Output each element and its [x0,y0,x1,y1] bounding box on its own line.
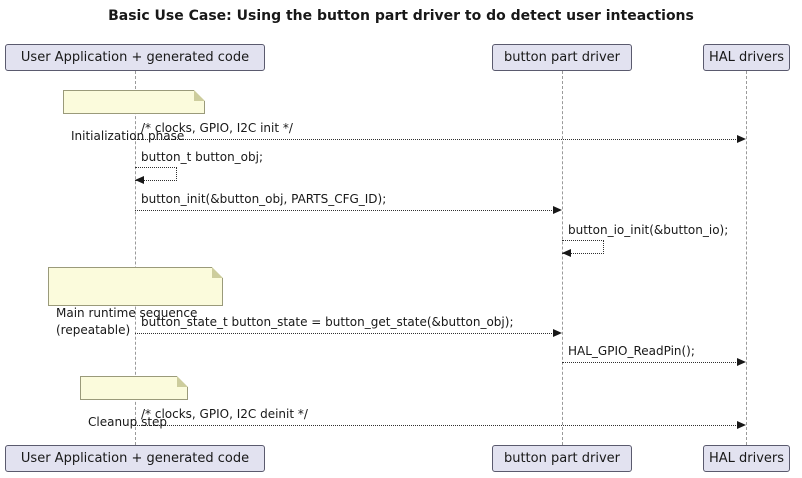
diagram-title: Basic Use Case: Using the button part dr… [108,8,694,24]
participant-top-button-part-driver: button part driver [492,44,632,71]
note-fold-icon [194,90,205,101]
self-message-loop [562,240,604,254]
lifeline-button-part-driver [562,71,563,445]
participant-label: HAL drivers [708,50,785,65]
arrowhead-right-icon [553,206,562,214]
message-line [135,210,554,211]
arrowhead-right-icon [553,329,562,337]
participant-top-hal-drivers: HAL drivers [703,44,790,71]
message-label-button-obj: button_t button_obj; [141,150,264,164]
note-initialization-phase: Initialization phase [63,90,205,143]
participant-bottom-button-part-driver: button part driver [492,445,632,472]
note-label: Main runtime sequence (repeatable) [56,306,198,337]
self-message-loop [135,167,177,181]
message-label-button-init: button_init(&button_obj, PARTS_CFG_ID); [141,192,387,206]
message-label-clocks-deinit: /* clocks, GPIO, I2C deinit */ [141,407,308,421]
participant-label: User Application + generated code [20,451,250,466]
note-fold-icon [177,376,188,387]
participant-top-user-application: User Application + generated code [5,44,265,71]
arrowhead-left-icon [135,176,144,184]
message-label-clocks-init: /* clocks, GPIO, I2C init */ [141,121,293,135]
lifeline-user-application [135,71,136,445]
note-fold-icon [212,267,223,278]
participant-bottom-user-application: User Application + generated code [5,445,265,472]
message-label-button-io-init: button_io_init(&button_io); [568,223,729,237]
arrowhead-right-icon [737,135,746,143]
note-label: Cleanup step [88,415,168,429]
message-line [135,425,738,426]
note-cleanup-step: Cleanup step [80,376,188,429]
participant-label: button part driver [503,451,621,466]
message-line [562,362,738,363]
participant-label: button part driver [503,50,621,65]
message-label-button-get-state: button_state_t button_state = button_get… [141,315,514,329]
participant-label: User Application + generated code [20,50,250,65]
arrowhead-right-icon [737,358,746,366]
message-line [135,333,554,334]
note-label: Initialization phase [71,129,185,143]
participant-label: HAL drivers [708,451,785,466]
note-main-runtime-sequence: Main runtime sequence (repeatable) [48,267,223,337]
lifeline-hal-drivers [746,71,747,445]
message-label-hal-gpio-readpin: HAL_GPIO_ReadPin(); [568,344,695,358]
participant-bottom-hal-drivers: HAL drivers [703,445,790,472]
arrowhead-left-icon [562,249,571,257]
message-line [135,139,738,140]
arrowhead-right-icon [737,421,746,429]
